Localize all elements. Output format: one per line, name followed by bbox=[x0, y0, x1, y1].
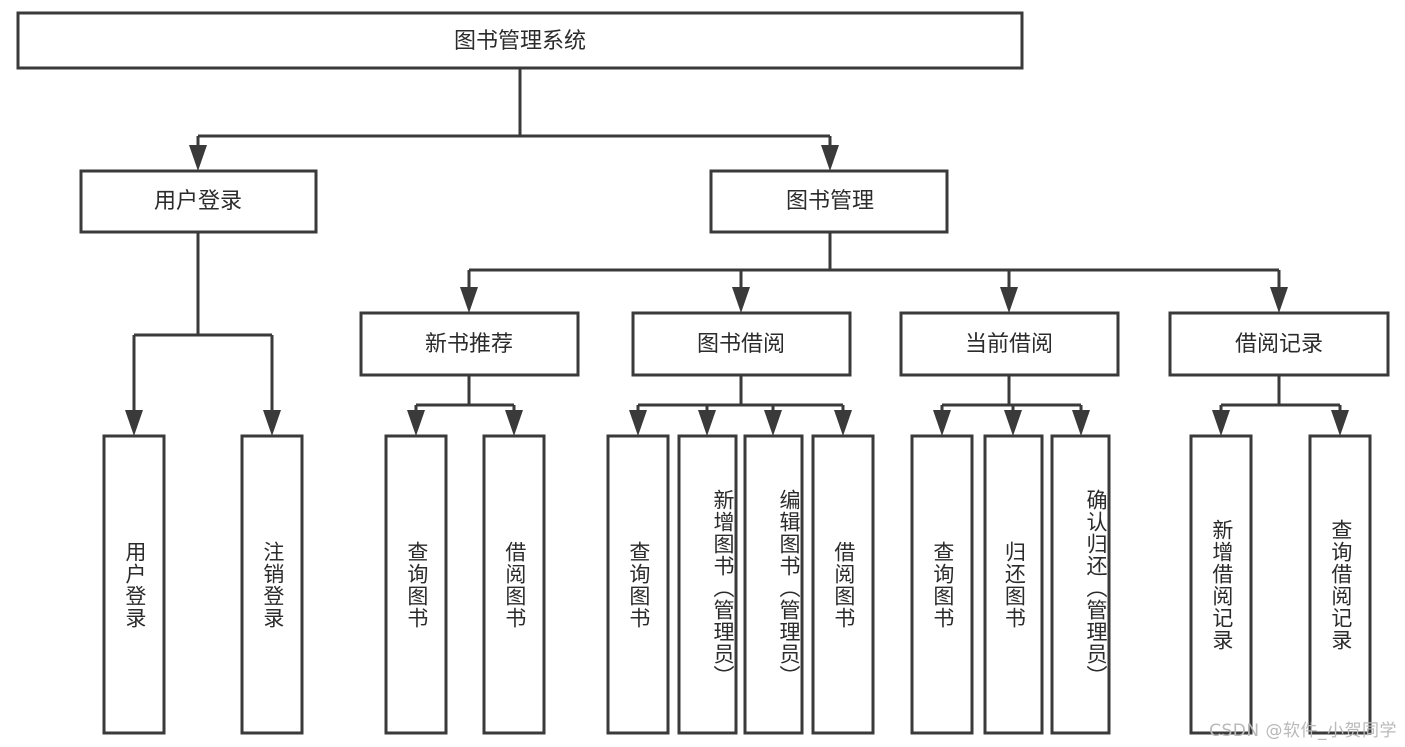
node-borrow-records[interactable]: 借阅记录 bbox=[1168, 311, 1390, 377]
node-leaf-add-record-box[interactable] bbox=[1189, 434, 1253, 735]
node-book-management-label: 图书管理 bbox=[786, 189, 874, 214]
arrow-head-borrow-records bbox=[1270, 287, 1288, 313]
arrow-head-current-borrow bbox=[1000, 287, 1018, 313]
arrow-head-leaf-add-book bbox=[698, 410, 716, 436]
node-book-borrow-box[interactable] bbox=[631, 311, 852, 377]
node-root-box[interactable] bbox=[16, 11, 1024, 70]
node-new-book-recommend[interactable]: 新书推荐 bbox=[359, 311, 580, 377]
arrow-head-new-book-recommend bbox=[460, 287, 478, 313]
connector-group-new-book-recommend bbox=[407, 375, 523, 436]
node-current-borrow-label: 当前借阅 bbox=[965, 332, 1053, 357]
arrow-head-book-borrow bbox=[732, 287, 750, 313]
arrow-head-leaf-borrow-book-1 bbox=[505, 410, 523, 436]
arrow-head-leaf-borrow-book-2 bbox=[834, 410, 852, 436]
arrow-head-leaf-logout bbox=[263, 410, 281, 436]
connector-group-borrow-records bbox=[1212, 375, 1349, 436]
node-user-login-box[interactable] bbox=[79, 169, 318, 234]
node-leaf-edit-book-box[interactable] bbox=[743, 434, 804, 735]
node-user-login-label: 用户登录 bbox=[154, 189, 242, 214]
arrow-head-leaf-query-book-2 bbox=[629, 410, 647, 436]
csdn-watermark: CSDN @软件_小贺同学 bbox=[1209, 721, 1397, 741]
node-leaf-return-book-box[interactable] bbox=[983, 434, 1044, 735]
arrow-head-leaf-return-book bbox=[1004, 410, 1022, 436]
node-current-borrow-box[interactable] bbox=[899, 311, 1120, 377]
node-book-borrow-label: 图书借阅 bbox=[697, 332, 785, 357]
node-leaf-borrow-book-2-box[interactable] bbox=[811, 434, 875, 735]
node-borrow-records-label: 借阅记录 bbox=[1235, 332, 1323, 357]
node-root-label: 图书管理系统 bbox=[454, 29, 586, 54]
node-new-book-recommend-box[interactable] bbox=[359, 311, 580, 377]
node-book-management[interactable]: 图书管理 bbox=[709, 169, 949, 234]
arrow-head-book-management bbox=[821, 145, 839, 171]
arrow-head-user-login bbox=[189, 145, 207, 171]
node-leaf-query-book-2-box[interactable] bbox=[606, 434, 670, 735]
arrow-head-leaf-query-record bbox=[1331, 410, 1349, 436]
node-leaf-user-login-box[interactable] bbox=[102, 434, 166, 735]
arrow-head-leaf-user-login bbox=[125, 410, 143, 436]
node-leaf-borrow-book-1-box[interactable] bbox=[482, 434, 546, 735]
connector-group-current-borrow bbox=[933, 375, 1090, 436]
node-leaf-logout-box[interactable] bbox=[240, 434, 304, 735]
arrow-head-leaf-query-book-1 bbox=[407, 410, 425, 436]
node-borrow-records-box[interactable] bbox=[1168, 311, 1390, 377]
arrow-head-leaf-query-book-3 bbox=[933, 410, 951, 436]
arrow-head-leaf-edit-book bbox=[764, 410, 782, 436]
connector-group-book-management bbox=[460, 232, 1288, 313]
node-book-borrow[interactable]: 图书借阅 bbox=[631, 311, 852, 377]
node-new-book-recommend-label: 新书推荐 bbox=[425, 332, 513, 357]
connector-group-book-borrow bbox=[629, 375, 852, 436]
node-leaf-add-book-box[interactable] bbox=[677, 434, 738, 735]
connector-group-user-login bbox=[125, 232, 281, 436]
node-leaf-query-book-1-box[interactable] bbox=[384, 434, 448, 735]
node-user-login[interactable]: 用户登录 bbox=[79, 169, 318, 234]
node-current-borrow[interactable]: 当前借阅 bbox=[899, 311, 1120, 377]
arrow-head-leaf-add-record bbox=[1212, 410, 1230, 436]
node-leaf-query-record-box[interactable] bbox=[1308, 434, 1372, 735]
connector-group-root bbox=[189, 68, 839, 171]
node-book-management-box[interactable] bbox=[709, 169, 949, 234]
node-root[interactable]: 图书管理系统 bbox=[16, 11, 1024, 70]
node-leaf-query-book-3-box[interactable] bbox=[910, 434, 974, 735]
node-leaf-confirm-return-box[interactable] bbox=[1050, 434, 1111, 735]
leaf-boxes bbox=[102, 434, 1372, 735]
arrow-head-leaf-confirm-return bbox=[1072, 410, 1090, 436]
